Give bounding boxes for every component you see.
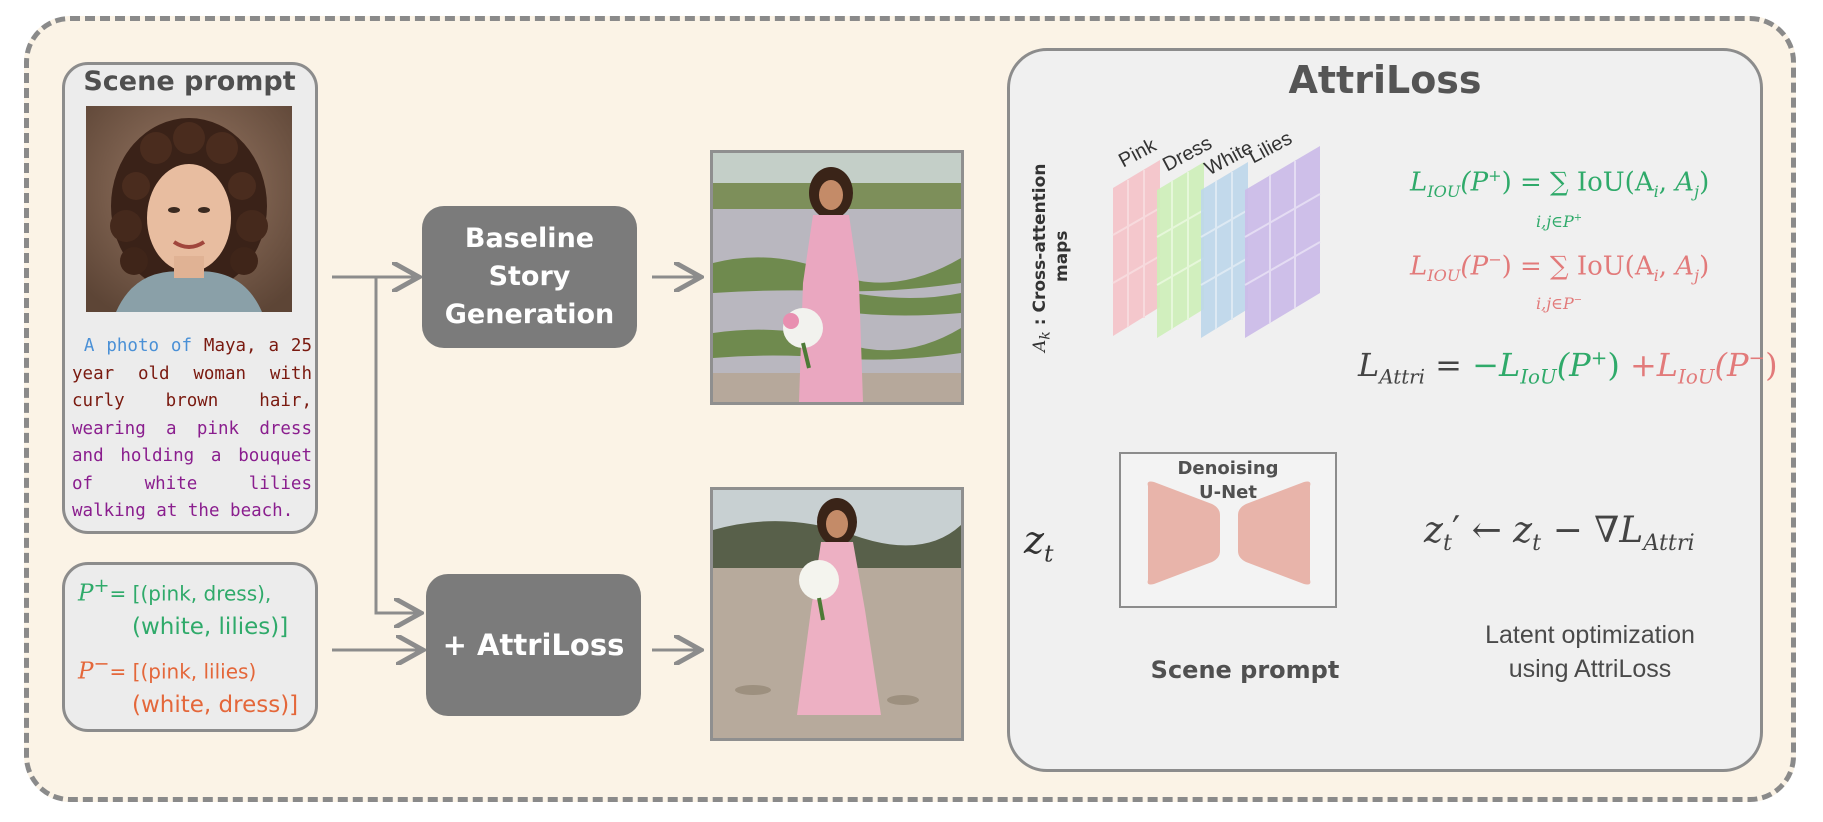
negative-pairs-line1: P−= [(pink, lilies) bbox=[78, 652, 257, 685]
baseline-label-line3: Generation bbox=[444, 299, 615, 330]
equation-attri-loss: LAttri = −LIoU(P+) +LIoU(P−) bbox=[1358, 346, 1778, 389]
negative-pairs-line2: (white, dress)] bbox=[132, 692, 299, 718]
scene-prompt-text: A photo of Maya, a 25 year old woman wit… bbox=[72, 333, 312, 526]
prompt-part-character: Maya, a 25 year old woman with curly bro… bbox=[72, 336, 312, 411]
attriloss-title: AttriLoss bbox=[1288, 58, 1482, 102]
map-blue bbox=[1200, 162, 1249, 338]
latent-optimization-caption: Latent optimization using AttriLoss bbox=[1485, 621, 1695, 683]
prompt-part-attributes: wearing a pink dress and holding a bouqu… bbox=[72, 418, 312, 522]
baseline-output-image bbox=[710, 150, 964, 405]
map-purple bbox=[1244, 146, 1321, 338]
baseline-label-line1: Baseline bbox=[464, 223, 595, 254]
positive-pairs-line1: P+= [(pink, dress), bbox=[78, 574, 272, 607]
attribute-pairs-panel bbox=[62, 562, 318, 732]
map-pink bbox=[1112, 160, 1161, 336]
unet-label: Denoising U-Net bbox=[1177, 458, 1279, 503]
scene-prompt-title: Scene prompt bbox=[83, 66, 296, 97]
equation-iou-negative: LIOU(P−) = ∑ IoU(Ai, Aj) bbox=[1410, 250, 1710, 285]
equation-latent-update: zt′ ← zt − ∇LAttri bbox=[1424, 510, 1695, 557]
unet-right-block bbox=[1238, 481, 1311, 585]
equation-iou-positive-sum-index: i,j∈P+ bbox=[1536, 212, 1583, 231]
unet-left-block bbox=[1147, 481, 1220, 585]
prompt-part-photo: A photo of bbox=[83, 336, 192, 356]
map-green bbox=[1156, 162, 1205, 338]
unet-scene-prompt-label: Scene prompt bbox=[1150, 656, 1340, 684]
attriloss-box: + AttriLoss bbox=[426, 574, 641, 716]
attriloss-panel bbox=[1007, 48, 1763, 772]
equation-iou-negative-sum-index: i,j∈P− bbox=[1536, 294, 1583, 313]
maya-portrait-image bbox=[86, 106, 292, 312]
zt-label: zt bbox=[1024, 518, 1054, 568]
equation-iou-positive: LIOU(P+) = ∑ IoU(Ai, Aj) bbox=[1410, 166, 1710, 201]
positive-pairs-line2: (white, lilies)] bbox=[132, 614, 289, 640]
attriloss-output-image bbox=[710, 487, 964, 741]
baseline-story-generation-box: Baseline Story Generation bbox=[422, 206, 637, 348]
baseline-label-line2: Story bbox=[488, 261, 571, 292]
